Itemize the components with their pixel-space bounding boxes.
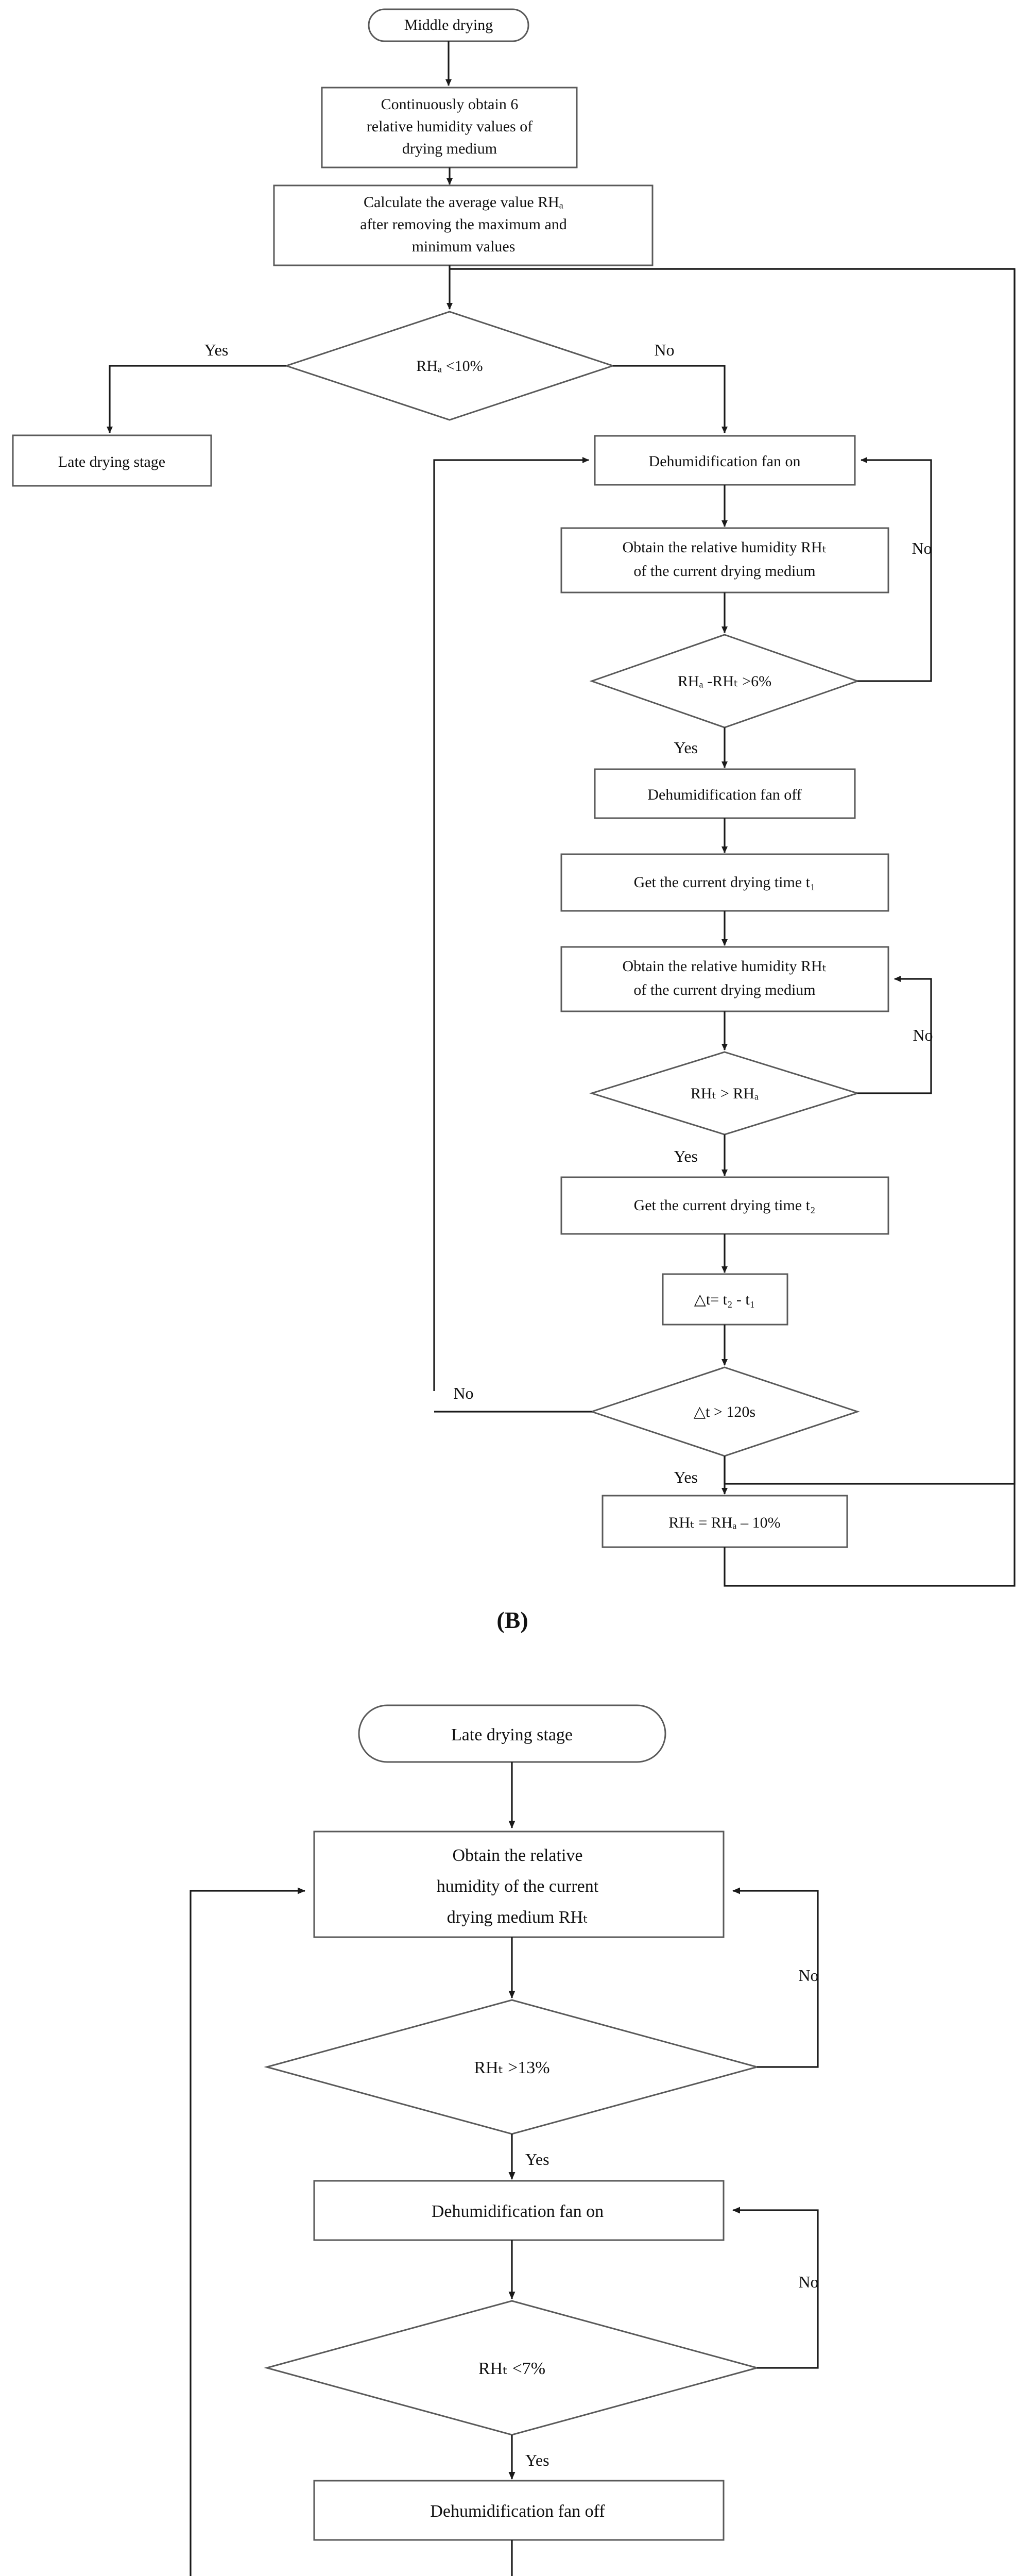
node-c-start-label: Late drying stage: [451, 1725, 573, 1744]
node-b-set-rht-label: RHₜ = RHₐ – 10%: [668, 1514, 780, 1531]
node-b-set-rht: RHₜ = RHₐ – 10%: [602, 1495, 848, 1548]
node-b-obtain-rht-2-line2: of the current drying medium: [633, 981, 815, 998]
edge-label-b-diff-yes: Yes: [674, 738, 698, 757]
node-b-start-label: Middle drying: [404, 16, 493, 33]
node-b-time-t2-label: Get the current drying time t₂: [634, 1197, 816, 1214]
node-c-start: Late drying stage: [358, 1704, 666, 1763]
node-c-rht-gt13-label: RHₜ >13%: [474, 2058, 549, 2077]
node-b-average-line1: Calculate the average value RHₐ: [364, 194, 563, 211]
node-b-dt-gt120-label: △t > 120s: [694, 1403, 755, 1420]
edge-b-rha-no: [613, 365, 728, 433]
edge-label-b-diff-no: No: [912, 539, 932, 557]
node-b-average: Calculate the average value RHₐ after re…: [273, 184, 654, 266]
edge-label-b-rha-yes: Yes: [204, 341, 229, 359]
edge-c-rht13-no: [732, 1887, 819, 2068]
edge-label-c-rht13-yes: Yes: [525, 2150, 549, 2168]
node-b-obtain6-line1: Continuously obtain 6: [381, 96, 519, 113]
node-c-fan-on-label: Dehumidification fan on: [432, 2202, 604, 2221]
node-b-late-drying-stage-label: Late drying stage: [58, 453, 165, 470]
edge-label-c-rht13-no: No: [798, 1966, 818, 1985]
panel-c-late-drying-flowchart: Late drying stage Obtain the relative hu…: [190, 1704, 819, 2576]
edge-label-b-rha-no: No: [654, 341, 674, 359]
node-c-obtain-rht: Obtain the relative humidity of the curr…: [313, 1831, 725, 1938]
node-b-fan-on-label: Dehumidification fan on: [649, 453, 801, 470]
node-b-time-t1-label: Get the current drying time t₁: [634, 874, 816, 891]
node-b-time-t1: Get the current drying time t₁: [560, 853, 889, 912]
node-b-diff-gt6: RHₐ -RHₜ >6%: [589, 634, 860, 728]
node-b-rha-lt10: RHₐ <10%: [284, 311, 615, 421]
edge-b-dt-no-loop: [433, 457, 589, 1391]
node-c-fan-off: Dehumidification fan off: [313, 2480, 725, 2541]
edge-b-setrht-return: [724, 269, 1016, 1587]
node-b-obtain-rht-1-line1: Obtain the relative humidity RHₜ: [622, 539, 827, 556]
node-b-average-line2: after removing the maximum and: [360, 216, 567, 233]
node-c-obtain-rht-line3: drying medium RHₜ: [447, 1908, 588, 1927]
node-b-rht-gt-rha: RHₜ > RHₐ: [589, 1051, 861, 1136]
edge-c-outer-return: [190, 1887, 305, 2576]
node-b-fan-on: Dehumidification fan on: [594, 435, 856, 486]
node-c-obtain-rht-line1: Obtain the relative: [452, 1846, 582, 1865]
node-c-rht-lt7-label: RHₜ <7%: [478, 2359, 545, 2378]
node-b-late-drying-stage: Late drying stage: [12, 434, 212, 487]
edge-b-diff-no: [857, 457, 932, 682]
node-b-average-line3: minimum values: [412, 238, 516, 255]
node-b-dt-gt120: △t > 120s: [589, 1366, 860, 1457]
edge-c-rht7-no: [732, 2207, 819, 2369]
edge-label-c-rht7-no: No: [798, 2273, 818, 2291]
node-b-fan-off-label: Dehumidification fan off: [647, 786, 801, 803]
edge-label-b-dt-yes: Yes: [674, 1468, 698, 1486]
node-b-delta-t-label: △t= t₂ - t₁: [694, 1291, 755, 1308]
node-b-obtain-rht-1: Obtain the relative humidity RHₜ of the …: [560, 527, 889, 594]
node-b-start: Middle drying: [368, 8, 529, 42]
node-b-delta-t: △t= t₂ - t₁: [662, 1273, 788, 1326]
edge-b-rht-no: [857, 976, 932, 1094]
edge-label-b-dt-no: No: [453, 1384, 473, 1402]
node-b-rha-lt10-label: RHₐ <10%: [416, 358, 483, 375]
node-b-obtain-rht-1-line2: of the current drying medium: [633, 563, 815, 580]
node-b-time-t2: Get the current drying time t₂: [560, 1176, 889, 1235]
node-b-obtain6: Continuously obtain 6 relative humidity …: [321, 87, 578, 168]
node-b-obtain-rht-2-line1: Obtain the relative humidity RHₜ: [622, 958, 827, 975]
node-b-fan-off: Dehumidification fan off: [594, 768, 856, 819]
node-c-rht-lt7: RHₜ <7%: [264, 2300, 760, 2436]
edge-b-rha-yes: [107, 365, 286, 433]
panel-b-caption: (B): [496, 1607, 528, 1633]
node-b-obtain6-line2: relative humidity values of: [367, 118, 532, 135]
node-c-obtain-rht-line2: humidity of the current: [437, 1877, 599, 1896]
edge-label-b-rht-no: No: [913, 1026, 933, 1044]
node-b-obtain6-line3: drying medium: [402, 140, 497, 157]
node-c-rht-gt13: RHₜ >13%: [264, 1999, 760, 2135]
edge-label-c-rht7-yes: Yes: [525, 2451, 549, 2469]
node-c-fan-off-label: Dehumidification fan off: [430, 2502, 605, 2521]
panel-b-middle-drying-flowchart: Middle drying Continuously obtain 6 rela…: [12, 8, 1016, 1633]
node-b-obtain-rht-2: Obtain the relative humidity RHₜ of the …: [560, 946, 889, 1012]
edge-label-b-rht-yes: Yes: [674, 1147, 698, 1165]
node-c-fan-on: Dehumidification fan on: [313, 2180, 725, 2241]
node-b-diff-gt6-label: RHₐ -RHₜ >6%: [678, 673, 771, 690]
node-b-rht-gt-rha-label: RHₜ > RHₐ: [691, 1085, 759, 1102]
